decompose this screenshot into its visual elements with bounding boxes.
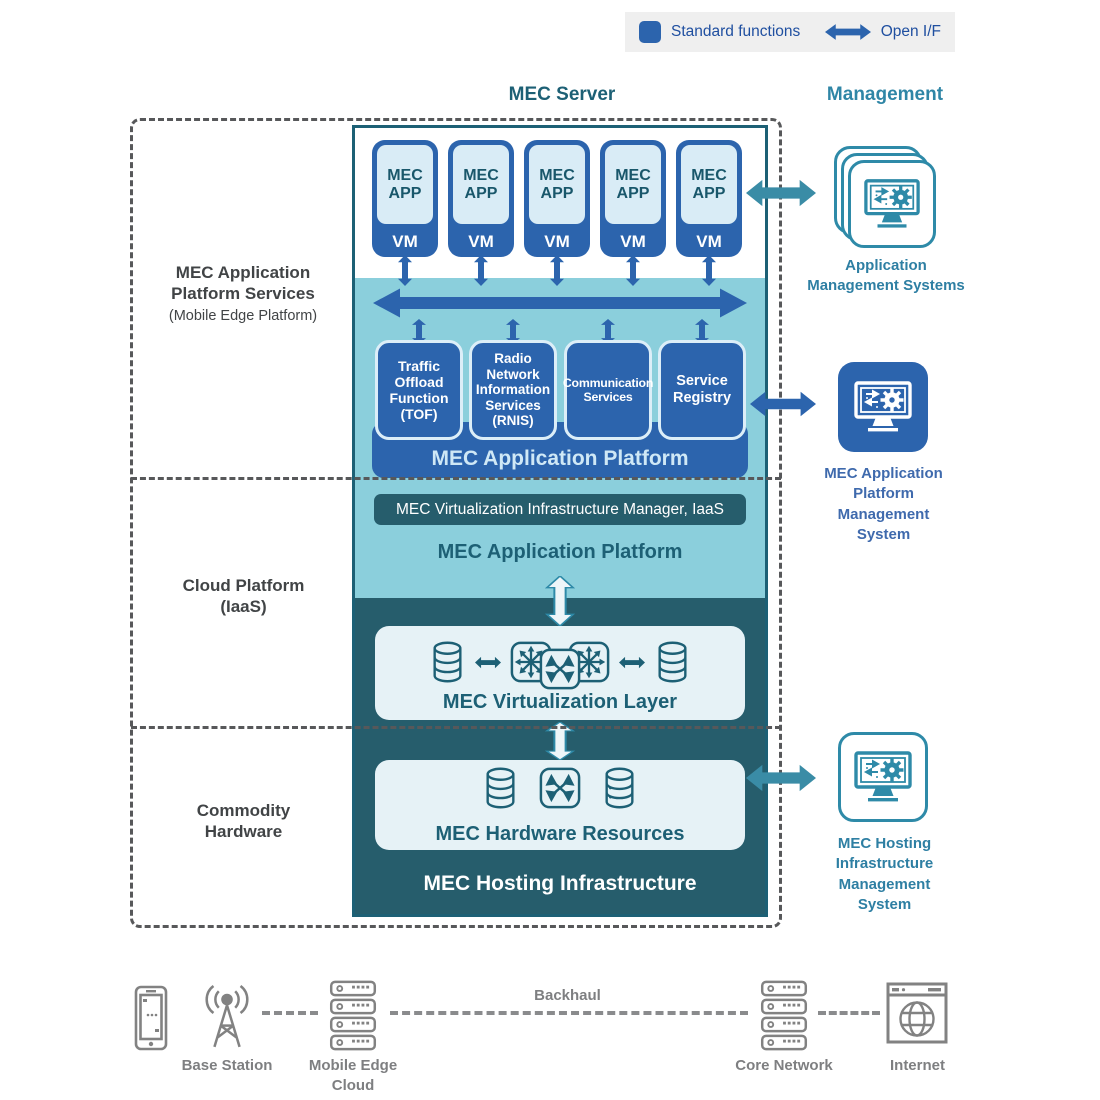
database-icon <box>482 766 519 810</box>
edge-cloud-label: Mobile Edge Cloud <box>308 1057 398 1094</box>
row-label-cloud-platform: Cloud Platform (IaaS) <box>182 576 305 617</box>
core-network-label: Core Network <box>735 1057 833 1074</box>
mec-app-card: MEC APP VM <box>372 140 438 257</box>
hardware-resources-box: MEC Hardware Resources <box>375 760 745 850</box>
open-if-arrow-icon <box>750 390 816 418</box>
open-if-arrow-icon <box>746 178 816 208</box>
link-arrow-icon <box>475 656 501 669</box>
open-if-arrow-icon <box>825 23 871 41</box>
base-station-icon <box>198 978 256 1050</box>
link-arrow-icon <box>619 656 645 669</box>
virtualization-layer-label: MEC Virtualization Layer <box>442 691 678 713</box>
mec-server-title: MEC Server <box>508 84 616 105</box>
row-label-commodity-hardware: Commodity Hardware <box>196 801 291 842</box>
application-management-systems-label: Application Management Systems <box>807 257 965 295</box>
row-label-platform-services: MEC Application Platform Services (Mobil… <box>168 263 318 324</box>
hosting-management-system-icon <box>838 732 928 822</box>
standard-functions-swatch-icon <box>639 21 661 43</box>
base-station-label: Base Station <box>181 1057 273 1074</box>
application-management-systems-icon <box>834 146 938 250</box>
database-icon <box>429 640 466 684</box>
vm-label: VM <box>392 232 418 251</box>
mec-app-card: MEC APP VM <box>676 140 742 257</box>
mec-server-box: MEC APP VM MEC APP VM MEC APP VM MEC APP… <box>352 125 768 917</box>
platform-management-system-label: MEC Application Platform Management Syst… <box>824 465 943 543</box>
monitor-gear-icon <box>851 377 915 437</box>
service-box-registry: Service Registry <box>658 340 746 440</box>
link-dashed-line <box>262 1011 318 1015</box>
mec-app-card: MEC APP VM <box>448 140 514 257</box>
monitor-gear-icon <box>861 175 923 233</box>
edge-cloud-rack-icon <box>325 980 381 1052</box>
vm-bus-arrow-icon <box>549 255 565 286</box>
phone-icon <box>134 985 168 1051</box>
switch-crossbar-icon <box>539 648 581 690</box>
switch-crossbar-icon <box>539 767 581 809</box>
legend: Standard functions Open I/F <box>625 12 955 52</box>
vm-bus-arrow-icon <box>397 255 413 286</box>
legend-standard-label: Standard functions <box>671 23 801 40</box>
service-box-tof: Traffic Offload Function (TOF) <box>375 340 463 440</box>
service-box-communication: Communication Services <box>563 340 653 440</box>
internet-label: Internet <box>889 1057 945 1074</box>
communication-bus-arrow-icon <box>373 286 747 320</box>
mec-app-label: MEC APP <box>377 145 433 224</box>
platform-management-system-icon <box>838 362 928 452</box>
hosting-management-system-label: MEC Hosting Infrastructure Management Sy… <box>835 835 934 913</box>
mec-app-card: MEC APP VM <box>600 140 666 257</box>
vm-bus-arrow-icon <box>473 255 489 286</box>
database-icon <box>654 640 691 684</box>
legend-open-if-label: Open I/F <box>880 23 941 40</box>
monitor-gear-icon <box>851 747 915 807</box>
vm-bus-arrow-icon <box>701 255 717 286</box>
service-box-rnis: Radio Network Information Services (RNIS… <box>469 340 557 440</box>
backhaul-dashed-line <box>390 1011 748 1015</box>
backhaul-label: Backhaul <box>534 987 601 1004</box>
internet-icon <box>886 982 948 1044</box>
section-arrow-icon <box>545 722 575 760</box>
section-arrow-icon <box>545 576 575 626</box>
hardware-resources-label: MEC Hardware Resources <box>435 823 685 845</box>
link-dashed-line <box>818 1011 880 1015</box>
open-if-arrow-icon <box>746 763 816 793</box>
vm-bus-arrow-icon <box>625 255 641 286</box>
virtualization-layer-box: MEC Virtualization Layer <box>375 626 745 720</box>
management-title: Management <box>826 84 944 105</box>
vim-bar: MEC Virtualization Infrastructure Manage… <box>374 494 746 525</box>
hosting-infrastructure-label: MEC Hosting Infrastructure <box>423 872 697 895</box>
mec-app-card: MEC APP VM <box>524 140 590 257</box>
core-network-rack-icon <box>756 980 812 1052</box>
server-storage-icon <box>601 766 638 810</box>
cloud-platform-label: MEC Application Platform <box>437 541 683 563</box>
